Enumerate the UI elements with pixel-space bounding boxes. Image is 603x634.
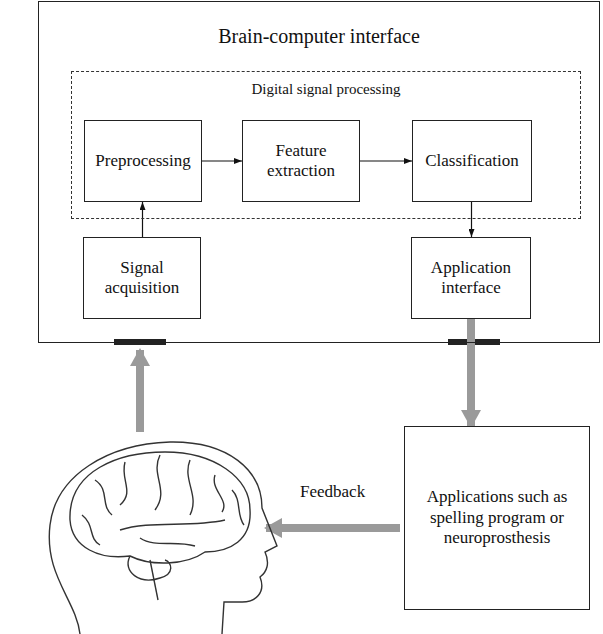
sulcus — [120, 520, 225, 530]
sulcus — [155, 455, 161, 510]
group-box: Digital signal processingPreprocessing Fe… — [71, 71, 581, 219]
box-label: Signal acquisition — [89, 258, 195, 299]
application-box: Applications such as spelling program or… — [404, 426, 590, 610]
flow-arrow — [471, 202, 472, 237]
box-label: Applications such as spelling program or… — [415, 487, 579, 548]
signal-arrow — [136, 350, 144, 432]
box-label: Classification — [425, 151, 518, 171]
sulcus — [232, 490, 244, 525]
port-bar — [114, 339, 166, 345]
flow-arrow — [202, 160, 242, 161]
sulcus — [95, 480, 112, 515]
sulcus — [188, 460, 193, 515]
process-box: Application interface — [411, 237, 531, 319]
feedback-arrow — [266, 524, 400, 532]
process-box: Preprocessing — [84, 120, 202, 202]
flow-arrow — [360, 160, 412, 161]
sulcus — [82, 515, 100, 545]
head-brain — [49, 442, 277, 634]
system-box: Brain-computer interfaceDigital signal p… — [38, 1, 600, 343]
process-box: Classification — [412, 120, 532, 202]
box-title: Brain-computer interface — [218, 24, 420, 48]
box-label: Preprocessing — [95, 151, 190, 171]
feedback-label: Feedback — [300, 482, 365, 502]
sulcus — [140, 538, 195, 546]
box-title: Digital signal processing — [251, 80, 400, 98]
brain-stem — [150, 560, 158, 600]
box-label: Application interface — [417, 258, 525, 299]
output-arrow — [467, 319, 475, 426]
process-box: Feature extraction — [242, 120, 360, 202]
process-box: Signal acquisition — [83, 237, 201, 319]
cerebellum — [128, 556, 171, 580]
brain-outline — [70, 452, 250, 563]
box-label: Feature extraction — [248, 141, 354, 182]
flow-arrow — [142, 202, 143, 237]
sulcus — [120, 462, 127, 505]
head-outline — [49, 442, 277, 634]
sulcus — [214, 475, 224, 512]
